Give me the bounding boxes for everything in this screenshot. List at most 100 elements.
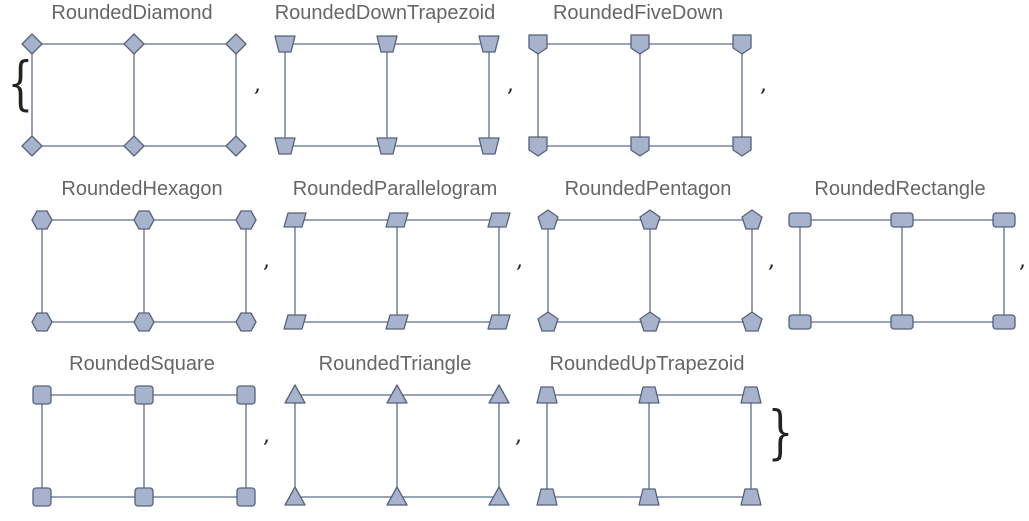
graph-vertex <box>528 136 548 157</box>
graph-vertex <box>274 137 296 155</box>
graph-vertex <box>992 314 1016 330</box>
graph-vertex <box>537 209 559 230</box>
graph-vertex <box>478 137 500 155</box>
graph-vertex <box>630 34 650 55</box>
graph-vertex <box>236 385 256 405</box>
panel-title: RoundedHexagon <box>61 178 223 200</box>
graph-vertex <box>487 314 511 330</box>
graph-vertex <box>732 34 752 55</box>
graph-vertex <box>133 210 155 230</box>
graph-vertex <box>225 135 247 157</box>
graph-vertex <box>31 312 53 332</box>
graph-panel-rounded-parallelogram: RoundedParallelogram <box>275 176 515 346</box>
graph-vertex <box>133 312 155 332</box>
graph-panel-rounded-diamond: RoundedDiamond <box>12 0 252 170</box>
separator-comma: , <box>768 248 775 273</box>
graph-vertex <box>639 209 661 230</box>
graph-vertex <box>32 487 52 507</box>
graph-vertex <box>992 212 1016 228</box>
graph-diagram <box>528 34 752 157</box>
separator-comma: , <box>515 423 522 448</box>
graph-vertex <box>21 33 43 55</box>
graph-diagram <box>536 386 762 506</box>
panel-title: RoundedDownTrapezoid <box>274 2 496 24</box>
graph-vertex <box>386 486 408 506</box>
graph-vertex <box>740 386 762 404</box>
graph-vertex <box>274 35 296 53</box>
separator-comma: , <box>507 72 514 97</box>
graph-vertex <box>235 210 257 230</box>
graph-vertex <box>638 488 660 506</box>
graph-vertex <box>134 385 154 405</box>
graph-diagram <box>283 212 511 330</box>
graph-vertex <box>528 34 548 55</box>
graph-diagram <box>537 209 763 332</box>
graph-vertex <box>385 212 409 228</box>
graph-vertex <box>788 212 812 228</box>
graph-panel-rounded-down-trapezoid: RoundedDownTrapezoid <box>265 0 505 170</box>
graph-diagram <box>31 210 257 332</box>
graph-vertex <box>638 386 660 404</box>
separator-comma: , <box>760 72 767 97</box>
graph-vertex <box>123 33 145 55</box>
graph-vertex <box>478 35 500 53</box>
graph-vertex <box>376 137 398 155</box>
panel-title: RoundedSquare <box>69 353 215 375</box>
panel-title: RoundedFiveDown <box>552 2 724 24</box>
graph-panel-rounded-triangle: RoundedTriangle <box>275 351 515 521</box>
graph-vertex <box>740 488 762 506</box>
graph-vertex <box>630 136 650 157</box>
graph-vertex <box>488 384 510 404</box>
graph-diagram <box>788 212 1016 330</box>
graph-vertex <box>283 212 307 228</box>
graph-vertex <box>741 209 763 230</box>
graph-vertex <box>488 486 510 506</box>
panel-title: RoundedParallelogram <box>292 178 498 200</box>
graph-panel-rounded-five-down: RoundedFiveDown <box>518 0 758 170</box>
graph-vertex <box>225 33 247 55</box>
graph-panel-rounded-up-trapezoid: RoundedUpTrapezoid <box>527 351 767 521</box>
graph-panel-rounded-hexagon: RoundedHexagon <box>22 176 262 346</box>
graph-vertex <box>134 487 154 507</box>
graph-diagram <box>284 384 510 506</box>
separator-comma: , <box>516 248 523 273</box>
graph-vertex <box>890 212 914 228</box>
graph-vertex <box>31 210 53 230</box>
panel-title: RoundedRectangle <box>814 178 986 200</box>
graph-diagram <box>274 35 500 155</box>
panel-title: RoundedDiamond <box>51 2 213 24</box>
graph-vertex <box>235 312 257 332</box>
close-brace: } <box>767 398 794 466</box>
graph-vertex <box>536 488 558 506</box>
separator-comma: , <box>263 248 270 273</box>
open-brace: { <box>7 49 34 117</box>
graph-vertex <box>890 314 914 330</box>
graph-panel-rounded-square: RoundedSquare <box>22 351 262 521</box>
separator-comma: , <box>1019 248 1026 273</box>
graph-diagram <box>21 33 247 157</box>
panel-title: RoundedTriangle <box>318 353 472 375</box>
graph-vertex <box>376 35 398 53</box>
graph-diagram <box>32 385 256 507</box>
graph-vertex <box>284 384 306 404</box>
graph-vertex <box>21 135 43 157</box>
separator-comma: , <box>263 423 270 448</box>
separator-comma: , <box>254 72 261 97</box>
graph-vertex <box>537 311 559 332</box>
graph-vertex <box>487 212 511 228</box>
graph-vertex <box>283 314 307 330</box>
graph-panel-rounded-rectangle: RoundedRectangle <box>780 176 1020 346</box>
graph-vertex <box>732 136 752 157</box>
graph-vertex <box>788 314 812 330</box>
graph-vertex <box>385 314 409 330</box>
graph-panel-rounded-pentagon: RoundedPentagon <box>528 176 768 346</box>
graph-vertex <box>236 487 256 507</box>
graph-vertex <box>536 386 558 404</box>
graph-vertex <box>284 486 306 506</box>
graph-vertex <box>741 311 763 332</box>
panel-title: RoundedPentagon <box>564 178 732 200</box>
graph-vertex <box>386 384 408 404</box>
panel-title: RoundedUpTrapezoid <box>549 353 745 375</box>
graph-vertex <box>123 135 145 157</box>
graph-vertex <box>639 311 661 332</box>
